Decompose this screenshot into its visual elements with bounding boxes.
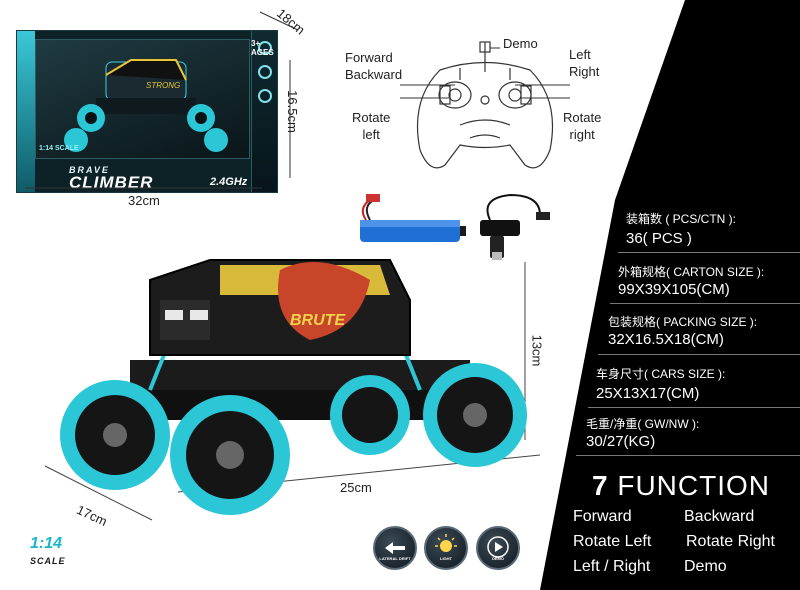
mecanum-wheel — [423, 363, 527, 467]
function-item: Left / Right — [573, 558, 651, 575]
function-count: 7 — [592, 470, 609, 501]
function-item: Demo — [684, 558, 727, 575]
drift-icon — [373, 526, 417, 570]
car-decal-text: BRUTE — [290, 312, 346, 329]
spec-value: 32X16.5X18(CM) — [608, 331, 724, 348]
remote-label-forward-backward: Forward Backward — [345, 50, 403, 82]
accessories-image — [360, 193, 550, 260]
play-icon — [476, 526, 520, 570]
spec-label: 车身尺寸( CARS SIZE ): — [596, 367, 726, 381]
age-badge: 3+ AGES — [251, 39, 274, 57]
remote-label-rotate-left: Rotate left — [352, 110, 391, 142]
remote-label-rotate-right: Rotate right — [563, 110, 602, 142]
spec-label: 包装规格( PACKING SIZE ): — [608, 315, 758, 329]
remote-label-demo: Demo — [503, 36, 538, 51]
box-frequency: 2.4GHz — [210, 176, 248, 188]
product-box-image: STRONG 3+ AGES 1:14 SCALE BRAVE CLIMBER … — [16, 30, 278, 193]
box-product-name: CLIMBER — [69, 173, 154, 192]
box-feature-icon — [257, 65, 272, 79]
box-series: BRAVE — [69, 165, 110, 175]
mecanum-wheel — [60, 380, 170, 490]
mecanum-wheel — [170, 395, 290, 515]
spec-label: 外箱规格( CARTON SIZE ): — [618, 265, 765, 279]
scale-ratio: 1:14 — [30, 535, 63, 552]
function-item: Rotate Right — [686, 533, 775, 550]
function-icon-label: DEMO — [492, 556, 504, 561]
light-icon — [424, 526, 468, 570]
spec-value: 25X13X17(CM) — [596, 385, 700, 402]
mecanum-wheel — [330, 375, 410, 455]
box-width-label: 32cm — [128, 193, 160, 208]
remote-controller-diagram — [400, 41, 570, 169]
box-scale-label: 1:14 SCALE — [39, 145, 79, 152]
function-icon-label: LIGHT — [440, 556, 452, 561]
function-title-text: FUNCTION — [617, 470, 771, 501]
function-item: Rotate Left — [573, 533, 652, 550]
function-title: 7 FUNCTION — [592, 470, 770, 502]
function-item: Backward — [684, 508, 755, 525]
car-length-label: 25cm — [340, 480, 372, 495]
scale-label: SCALE — [30, 556, 66, 566]
function-item: Forward — [573, 508, 632, 525]
battery-pack — [360, 194, 466, 242]
spec-label: 毛重/净重( GW/NW ): — [586, 417, 700, 431]
remote-label-left-right: Left Right — [569, 47, 600, 79]
box-feature-icon — [257, 41, 272, 55]
box-car-illustration: STRONG — [64, 59, 228, 152]
box-feature-icon — [257, 89, 272, 103]
rc-car-image: BRUTE — [60, 259, 527, 515]
spec-value: 30/27(KG) — [586, 433, 656, 450]
spec-label: 装箱数 ( PCS/CTN ): — [626, 212, 736, 226]
function-icon-label: LATERAL DRIFT — [379, 556, 411, 561]
usb-charger — [480, 193, 550, 260]
spec-value: 36( PCS ) — [626, 230, 692, 247]
spec-value: 99X39X105(CM) — [618, 281, 730, 298]
svg-text:STRONG: STRONG — [146, 81, 180, 90]
